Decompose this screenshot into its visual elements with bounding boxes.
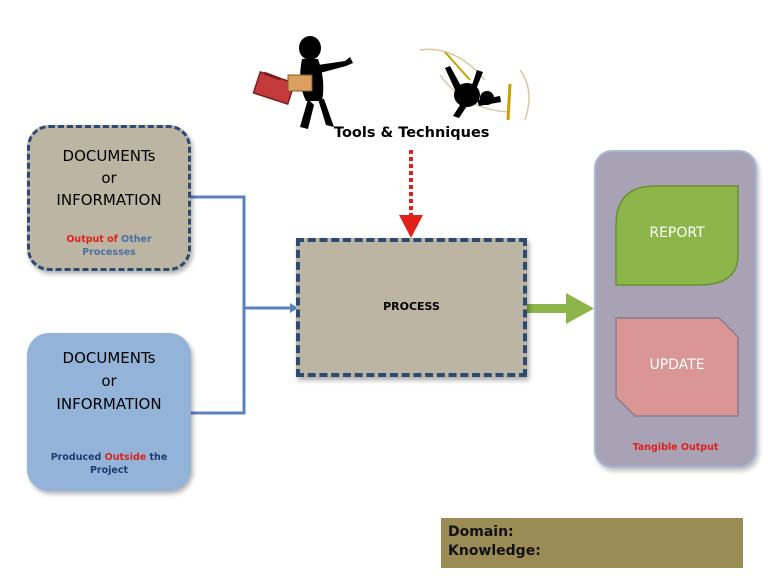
doc1-line3: INFORMATION [56,191,162,209]
person-carrying-toolbox-icon [252,36,353,129]
doc1-subtitle: Output of Other Processes [36,233,182,259]
doc2-sub-part2: Outside [104,452,147,463]
doc1-sub-part2: Other [121,234,152,245]
doc2-line2: or [101,372,117,390]
report-label: REPORT [649,225,705,241]
domain-label: Domain: [448,524,514,540]
tools-arrowhead [399,215,423,238]
tangible-output-label: Tangible Output [632,442,719,453]
documents-box-other-processes: DOCUMENTs or INFORMATION Output of Other… [27,125,191,271]
process-box: PROCESS [296,238,527,377]
person-swinging-icon [419,48,530,121]
doc2-line3: INFORMATION [56,395,162,413]
tangible-output-panel: REPORT UPDATE Tangible Output [594,150,757,468]
connector-bottom [191,308,246,415]
output-arrowhead [566,293,594,324]
doc1-line2: or [101,169,117,187]
doc1-sub-part1: Output of [66,234,118,245]
knowledge-label: Knowledge: [448,543,541,559]
documents-box-outside-project: DOCUMENTs or INFORMATION Produced Outsid… [27,333,191,491]
output-arrow-shaft [527,304,569,313]
tools-techniques-label: Tools & Techniques [334,125,490,141]
connector-arrowhead [290,303,298,313]
connector-top [191,195,246,308]
process-label: PROCESS [383,300,440,313]
doc2-sub-part1: Produced [50,452,102,463]
update-label: UPDATE [649,357,705,373]
doc1-line1: DOCUMENTs [62,147,156,165]
doc2-subtitle: Produced Outside the Project [33,451,185,477]
doc2-sub-part4: Project [89,465,129,476]
doc2-line1: DOCUMENTs [62,349,156,367]
report-shape [615,185,739,286]
update-shape [615,317,739,417]
doc1-sub-part3: Processes [82,247,136,258]
doc2-sub-part3: the [149,452,168,463]
domain-knowledge-box: Domain: Knowledge: [441,518,743,568]
